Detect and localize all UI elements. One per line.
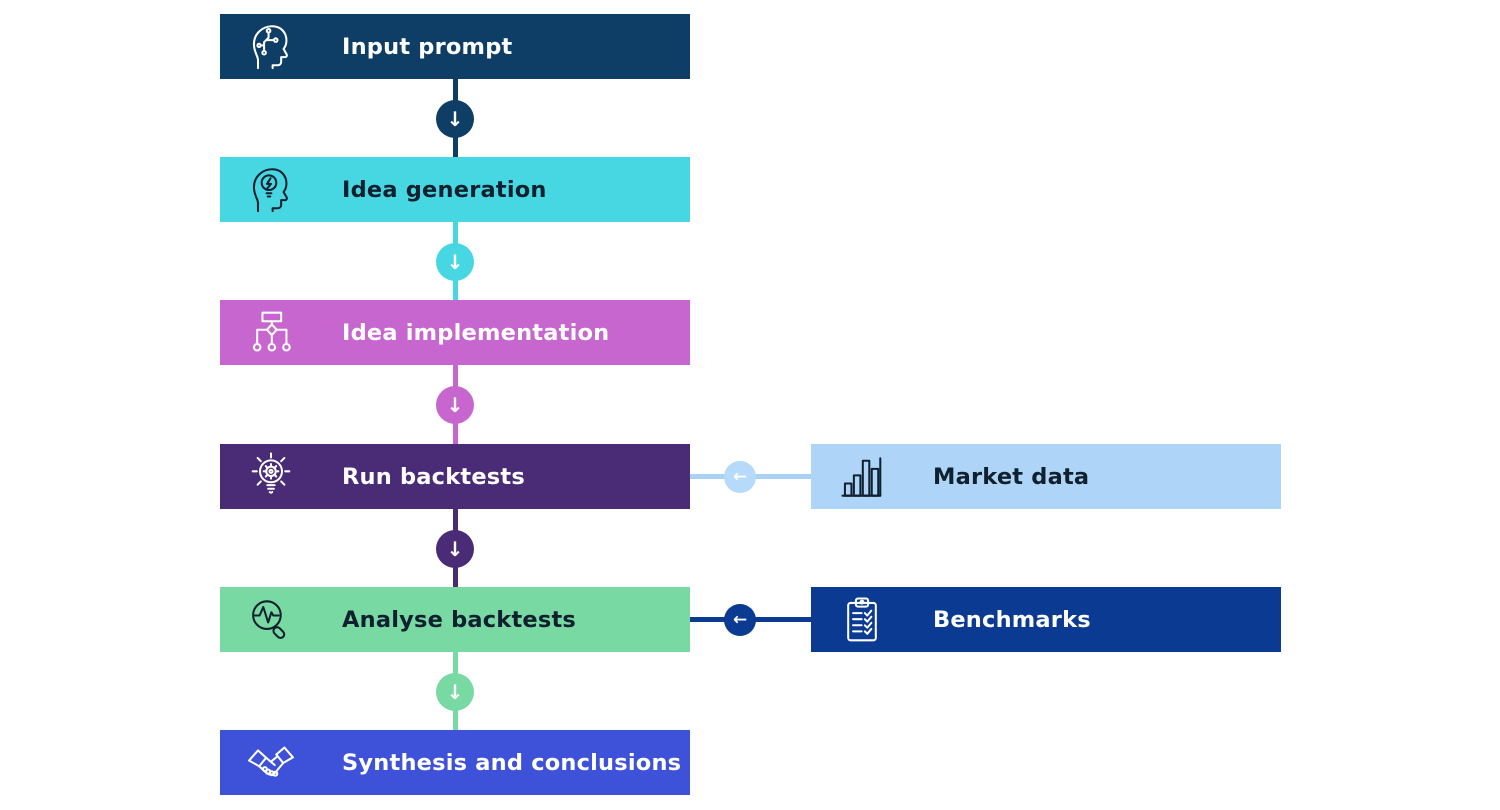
step-idea-generation: Idea generation: [220, 157, 690, 222]
side-input-label: Benchmarks: [933, 606, 1091, 633]
step-label: Idea generation: [342, 176, 547, 203]
side-input-label: Market data: [933, 463, 1090, 490]
lightbulb-gear-icon: [244, 450, 298, 504]
arrow-down-connector: ↓: [436, 243, 474, 281]
arrow-down-icon: ↓: [446, 537, 464, 561]
flowchart-icon: [244, 306, 298, 360]
arrow-down-connector: ↓: [436, 386, 474, 424]
arrow-left-connector: ←: [724, 461, 756, 493]
arrow-down-connector: ↓: [436, 530, 474, 568]
step-run-backtests: Run backtests: [220, 444, 690, 509]
arrow-down-icon: ↓: [446, 250, 464, 274]
step-label: Run backtests: [342, 463, 525, 490]
step-input-prompt: Input prompt: [220, 14, 690, 79]
clipboard-checklist-icon: [835, 593, 889, 647]
arrow-down-icon: ↓: [446, 393, 464, 417]
step-idea-implementation: Idea implementation: [220, 300, 690, 365]
ai-head-icon: [244, 20, 298, 74]
lightbulb-head-icon: [244, 163, 298, 217]
handshake-icon: [244, 736, 298, 790]
step-label: Analyse backtests: [342, 606, 577, 633]
step-label: Idea implementation: [342, 319, 610, 346]
arrow-down-connector: ↓: [436, 100, 474, 138]
magnifier-pulse-icon: [244, 593, 298, 647]
step-synthesis-conclusions: Synthesis and conclusions: [220, 730, 690, 795]
arrow-down-icon: ↓: [446, 107, 464, 131]
input-benchmarks: Benchmarks: [811, 587, 1281, 652]
arrow-down-connector: ↓: [436, 673, 474, 711]
arrow-left-icon: ←: [732, 466, 748, 487]
step-analyse-backtests: Analyse backtests: [220, 587, 690, 652]
arrow-left-connector: ←: [724, 604, 756, 636]
bar-chart-icon: [835, 450, 889, 504]
step-label: Synthesis and conclusions: [342, 749, 682, 776]
step-label: Input prompt: [342, 33, 513, 60]
arrow-down-icon: ↓: [446, 680, 464, 704]
input-market-data: Market data: [811, 444, 1281, 509]
arrow-left-icon: ←: [732, 609, 748, 630]
